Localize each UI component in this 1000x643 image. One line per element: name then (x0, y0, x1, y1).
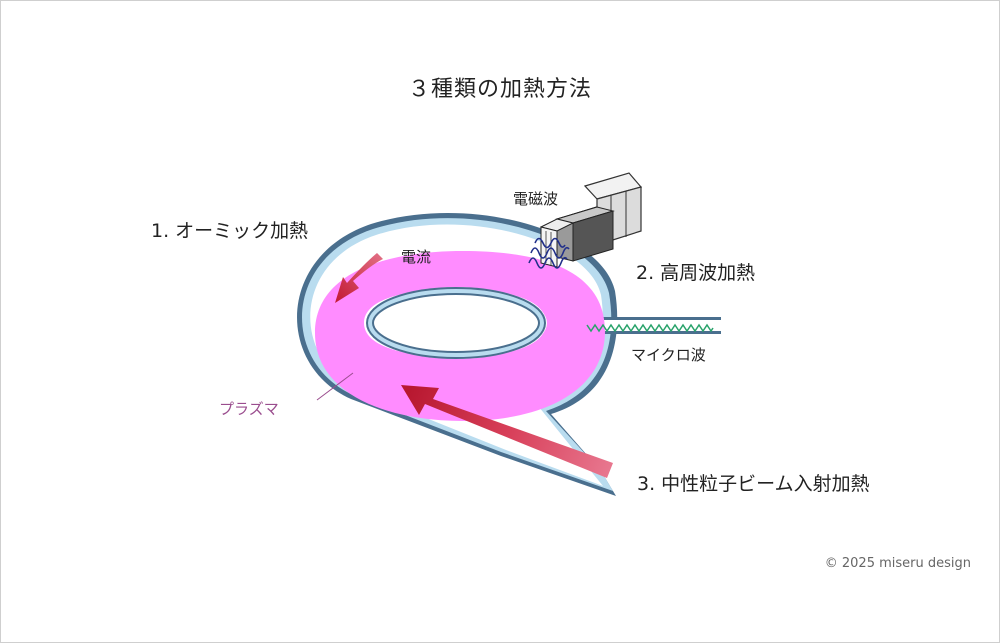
rf-heating-label: 2. 高周波加熱 (636, 262, 756, 284)
neutral-beam-arrow (401, 385, 613, 478)
current-arrow (335, 253, 383, 303)
plasma-leader-line (316, 372, 354, 401)
ohmic-heating-label: 1. オーミック加熱 (151, 220, 309, 242)
rf-antenna-device (539, 172, 643, 268)
central-column (365, 287, 547, 359)
page-title: ３種類の加熱方法 (407, 77, 592, 102)
nbi-heating-label: 3. 中性粒子ビーム入射加熱 (637, 473, 870, 495)
em-wave-icon (528, 237, 570, 269)
microwave-label: マイクロ波 (631, 346, 706, 364)
plasma-torus (315, 251, 605, 421)
plasma-label: プラズマ (219, 400, 279, 418)
em-wave-label: 電磁波 (513, 190, 559, 208)
current-label: 電流 (401, 248, 432, 266)
microwave-wave-icon (586, 323, 714, 333)
copyright-notice: © 2025 miseru design (824, 556, 971, 571)
